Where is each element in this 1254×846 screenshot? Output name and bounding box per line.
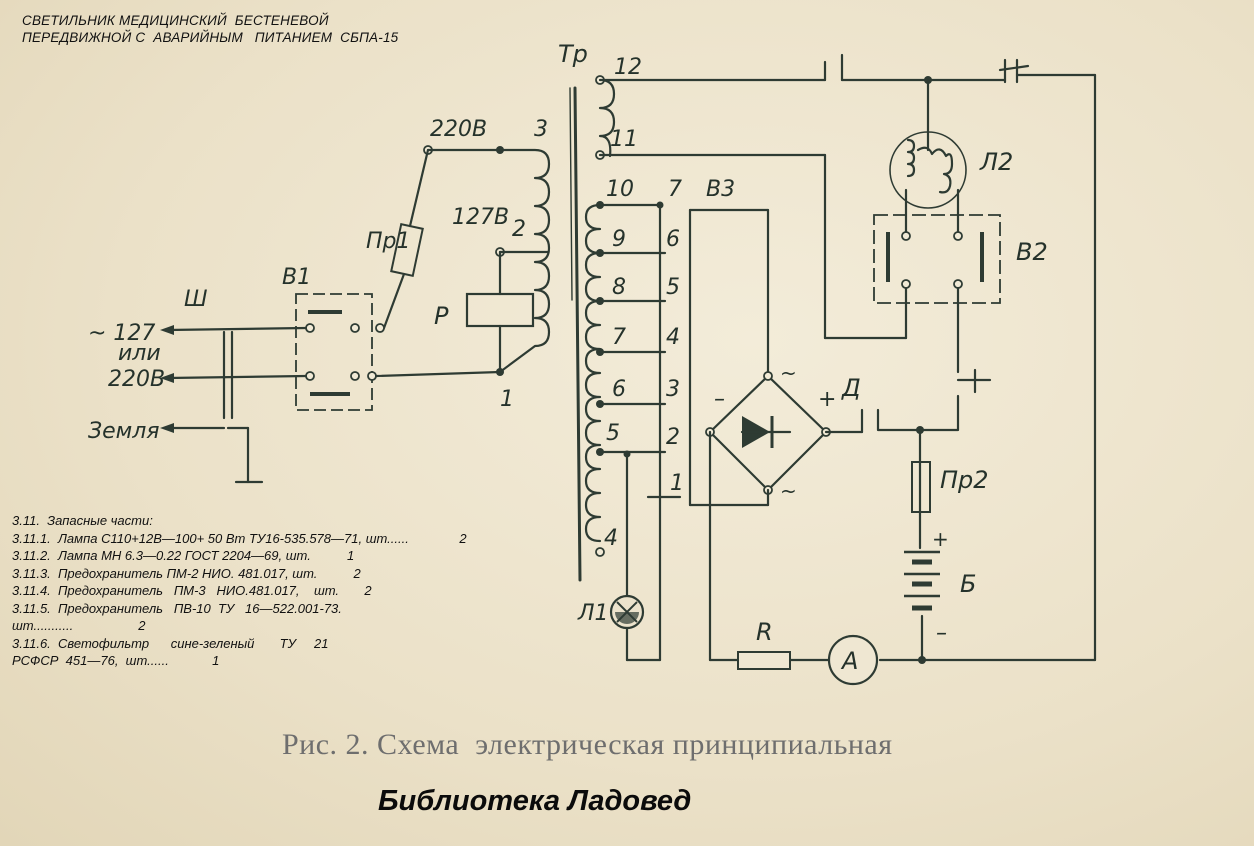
transformer-core-2 bbox=[569, 87, 573, 301]
switch-b2-term-1 bbox=[901, 231, 911, 241]
secondary-winding-top bbox=[598, 78, 616, 158]
label-ac-bottom: ~ bbox=[780, 479, 797, 503]
label-ground: Земля bbox=[88, 419, 160, 444]
label-switch-b3: В3 bbox=[706, 177, 735, 202]
tap-4 bbox=[595, 547, 605, 557]
label-tap-12: 12 bbox=[614, 55, 642, 80]
switch-b2-frame bbox=[873, 214, 1001, 304]
label-tap-6: 6 bbox=[612, 377, 626, 402]
mains-wire-1 bbox=[166, 326, 308, 332]
bridge-node-top bbox=[763, 371, 773, 381]
header-line-2: ПЕРЕДВИЖНОЙ С АВАРИЙНЫМ ПИТАНИЕМ СБПА-15 bbox=[22, 30, 399, 45]
mains-arrow-1 bbox=[160, 325, 174, 335]
parts-title: 3.11. Запасные части: bbox=[12, 513, 153, 528]
figure-caption: Рис. 2. Схема электрическая принципиальн… bbox=[282, 728, 893, 761]
label-tap-8: 8 bbox=[612, 275, 626, 300]
fuse1 bbox=[390, 223, 424, 277]
label-battery-plus: + bbox=[932, 527, 949, 551]
label-bridge-minus: – bbox=[714, 387, 725, 412]
label-sw-6: 6 bbox=[666, 227, 680, 252]
switch-b1-term-1 bbox=[305, 323, 315, 333]
label-plug: Ш bbox=[184, 287, 208, 312]
label-tap-9: 9 bbox=[612, 227, 626, 252]
label-tap-11: 11 bbox=[610, 127, 638, 152]
label-fuse1: Пр1 bbox=[366, 229, 411, 254]
label-tap-10: 10 bbox=[606, 177, 634, 202]
parts-row: 3.11.6. Светофильтр сине-зеленый ТУ 21 bbox=[12, 635, 329, 651]
lamp1-fill bbox=[615, 612, 639, 624]
spare-parts-list: 3.11. Запасные части: 3.11.1. Лампа С110… bbox=[12, 512, 582, 670]
contact-b2-bar bbox=[998, 64, 1030, 72]
label-sw-2: 2 bbox=[666, 425, 680, 450]
secondary-tapped-winding bbox=[584, 203, 602, 543]
mains-wire-2 bbox=[166, 374, 308, 380]
switch-b1-frame bbox=[295, 293, 373, 411]
label-tap-5: 5 bbox=[606, 421, 620, 446]
label-resistor: R bbox=[756, 618, 773, 646]
switch-b2-term-2 bbox=[953, 231, 963, 241]
switch-b1-term-4 bbox=[305, 371, 315, 381]
relay-contact-wire bbox=[876, 394, 960, 432]
transformer-core bbox=[573, 86, 582, 582]
primary-winding bbox=[498, 148, 551, 374]
label-tap-7: 7 bbox=[612, 325, 626, 350]
parts-row: 3.11.1. Лампа С110+12В—100+ 50 Вт ТУ16-5… bbox=[12, 530, 467, 546]
label-ac-top: ~ bbox=[780, 361, 797, 385]
label-tap-4: 4 bbox=[604, 526, 618, 551]
ground-arrow bbox=[160, 423, 174, 433]
label-sw-4: 4 bbox=[666, 325, 680, 350]
document-header: СВЕТИЛЬНИК МЕДИЦИНСКИЙ БЕСТЕНЕВОЙ ПЕРЕДВ… bbox=[22, 12, 398, 46]
label-switch-b2: В2 bbox=[1016, 238, 1048, 266]
label-battery: Б bbox=[960, 570, 976, 598]
switch-b2-term-4 bbox=[953, 279, 963, 289]
switch-b1-term-3 bbox=[375, 323, 385, 333]
wire-b1-to-tap1 bbox=[374, 370, 502, 378]
label-battery-minus: – bbox=[936, 621, 947, 646]
mains-arrow-2 bbox=[160, 373, 174, 383]
label-bridge-plus: + bbox=[818, 387, 836, 412]
switch-b1-term-2 bbox=[350, 323, 360, 333]
ammeter bbox=[827, 634, 879, 686]
label-fuse2: Пр2 bbox=[940, 466, 989, 494]
label-sw-1: 1 bbox=[670, 471, 684, 496]
label-transformer: Тр bbox=[558, 40, 588, 68]
parts-row: шт........... 2 bbox=[12, 618, 146, 633]
lamp2-filament-right bbox=[916, 146, 954, 194]
label-sw-7: 7 bbox=[668, 177, 682, 202]
label-tap-1: 1 bbox=[500, 387, 514, 412]
label-mains-127: ~ 127 bbox=[88, 321, 155, 346]
parts-row: 3.11.5. Предохранитель ПВ-10 ТУ 16—522.0… bbox=[12, 600, 342, 616]
switch-b1-term-5 bbox=[350, 371, 360, 381]
label-switch-b1: В1 bbox=[282, 265, 311, 290]
switch-b2-term-3 bbox=[901, 279, 911, 289]
parts-row: 3.11.4. Предохранитель ПМ-3 НИО.481.017,… bbox=[12, 583, 372, 598]
label-tap-3: 3 bbox=[534, 117, 548, 142]
label-tap-2: 2 bbox=[512, 217, 526, 242]
lamp2-filament-left bbox=[906, 130, 930, 178]
label-lamp1: Л1 bbox=[577, 601, 609, 626]
label-diode-bridge: Д bbox=[841, 374, 861, 402]
label-220v: 220В bbox=[430, 117, 487, 142]
resistor-r bbox=[737, 651, 791, 670]
label-sw-3: 3 bbox=[666, 377, 680, 402]
switch-b1-term-6 bbox=[367, 371, 377, 381]
label-sw-5: 5 bbox=[666, 275, 680, 300]
label-mains-220: 220В bbox=[108, 367, 165, 392]
label-ammeter: A bbox=[840, 647, 858, 675]
header-line-1: СВЕТИЛЬНИК МЕДИЦИНСКИЙ БЕСТЕНЕВОЙ bbox=[22, 13, 329, 28]
wire-fuse1-down bbox=[382, 272, 406, 330]
parts-row: 3.11.3. Предохранитель ПМ-2 НИО. 481.017… bbox=[12, 565, 361, 581]
label-relay: Р bbox=[434, 302, 449, 330]
library-credit: Библиотека Ладовед bbox=[378, 785, 692, 817]
label-mains-or: или bbox=[118, 341, 161, 366]
parts-row: РСФСР 451—76, шт...... 1 bbox=[12, 653, 220, 668]
label-lamp2: Л2 bbox=[979, 148, 1013, 176]
relay-coil bbox=[465, 292, 535, 328]
wire-220v-down bbox=[408, 148, 430, 228]
parts-row: 3.11.2. Лампа МН 6.3—0.22 ГОСТ 2204—69, … bbox=[12, 548, 355, 563]
label-127v: 127В bbox=[452, 205, 509, 230]
